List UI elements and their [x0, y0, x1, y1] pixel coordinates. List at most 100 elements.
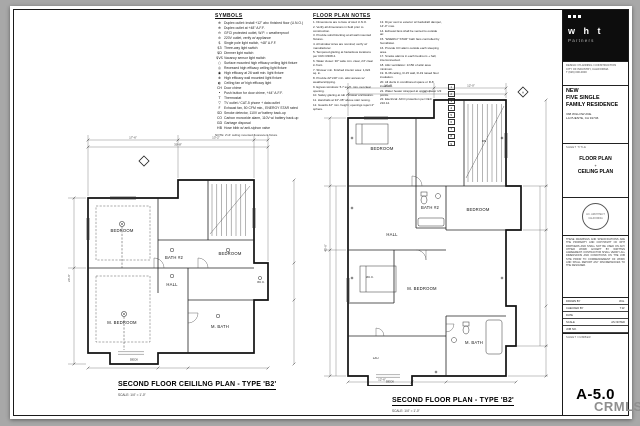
meta-value: T.W. [619, 306, 625, 310]
meta-label: JOB NO. [566, 327, 577, 331]
legend-item-text: GFCI protected outlet, W.P. = weatherpro… [224, 31, 289, 36]
keynote-box: 9 [448, 140, 455, 147]
note-line: 22. Electrical: AFCI protection per CEC … [380, 97, 432, 106]
notes-column-1: 1. Dimensions are to face of stud U.N.O.… [313, 20, 375, 112]
meta-value: AS NOTED [611, 320, 625, 324]
svg-text:17'-6": 17'-6" [129, 136, 137, 140]
interior-walls [88, 180, 254, 353]
legend-item-text: Three-way light switch [224, 46, 258, 51]
legend-item: F Exhaust fan, 50 CFM min., ENERGY STAR … [215, 106, 313, 110]
legend-item: ◉ High efficacy at 26 watt min. light fi… [215, 71, 313, 75]
door-swings [375, 175, 455, 337]
legend-footnote: NOTE: 2'x4' ceiling mounted fluorescent … [215, 132, 278, 137]
crmls-watermark: CRMLS [594, 399, 640, 414]
svg-text:30'-8": 30'-8" [174, 143, 182, 147]
legend-item: ⊘ 220V outlet, verify w/ appliance [215, 36, 313, 40]
note-line: 21. Water heater strapped at upper / low… [380, 88, 442, 97]
legend-symbol-icon: ⊕ [218, 21, 221, 25]
legend-item-text: High efficacy at 26 watt min. light fixt… [224, 71, 284, 76]
logo-main: w h t [568, 25, 604, 36]
stamp-line: CALIFORNIA [588, 216, 603, 220]
room-label: DECK [386, 380, 394, 384]
ceiling-dashed-lines [95, 205, 151, 343]
legend-item-text: Duplex outlet: install +12" abv. finishe… [224, 21, 304, 25]
legend-symbol-icon: ◎ [218, 66, 221, 71]
legend-item-text: Smoke detector, 110V w/ battery back-up [224, 111, 286, 116]
legend-item-text: Hose bibb w/ anti-siphon valve [224, 126, 270, 131]
note-line: 17. Smoke alarms in each bedroom + hall,… [380, 54, 437, 63]
room-label: W.I.C. [366, 275, 374, 279]
room-labels: BEDROOM BATH #2 BEDROOM HALL M. BEDROOM … [107, 228, 265, 362]
logo-sub: Partners [568, 37, 595, 43]
legend-symbol-icon: $3 [217, 46, 222, 51]
legend-list: ⊕ Duplex outlet: install +12" abv. finis… [215, 21, 313, 131]
ceiling-plan-figure: 17'-6" 13'-2" 30'-8" 24'-6" [58, 128, 308, 397]
legend-item: $D Dimmer light switch [215, 51, 313, 55]
note-line: 15. "ENERGY STAR" bath fans controlled b… [380, 37, 440, 46]
note-line: 9. Egress windows: 5.7 sq. ft. min. net … [313, 84, 371, 93]
legend-symbol-icon: HB [217, 126, 222, 131]
floor-plan-svg: 14'-4" 12'-0" 26'-4" 43'-6" 12'-6" A [324, 83, 548, 386]
note-line: 2. Verify all dimensions in field prior … [313, 24, 364, 33]
sheet-title-line: FLOOR PLAN [579, 156, 612, 162]
legend-item: ◐ Ceiling fan w/ high efficacy light [215, 81, 313, 85]
legend-item-text: Dimmer light switch [224, 51, 254, 56]
windows [346, 116, 508, 378]
legend-item-text: Single pole light switch, +48" A.F.F. [224, 41, 277, 46]
keynote-box: 6 [448, 119, 455, 125]
notes-column-2: 13. Dryer vent to exterior w/ backdraft … [380, 20, 442, 112]
legend-symbol-icon: CO [216, 116, 223, 121]
legend-item: $ Single pole light switch, +48" A.F.F. [215, 41, 313, 45]
keynote-column: 123456789 [448, 84, 455, 147]
legend-symbol-icon: ⊖ [218, 31, 221, 36]
note-line: 3. Provide solid blocking at all wall mo… [313, 33, 372, 42]
svg-text:43'-6": 43'-6" [324, 244, 328, 252]
keynote-box: 1 [448, 84, 455, 90]
svg-text:A: A [522, 90, 524, 94]
note-line: 20. All ducts in conditioned space or R-… [380, 80, 434, 88]
meta-value: W.H. [619, 299, 625, 303]
project-block: NEW FIVE SINGLE FAMILY RESIDENCE 338 WIL… [563, 86, 628, 144]
legend-item-text: Carbon monoxide alarm, 110V w/ battery b… [224, 116, 299, 121]
note-line: 6. Water closet: 30" wide min. clear, 24… [313, 59, 374, 67]
floor-plan-notes: FLOOR PLAN NOTES 1. Dimensions are to fa… [313, 13, 445, 112]
keynote-box: 7 [448, 126, 455, 133]
legend-item-text: Recessed high efficacy ceiling light fix… [224, 66, 287, 71]
exterior-walls [347, 99, 522, 386]
legend-item: SD Smoke detector, 110V w/ battery back-… [215, 111, 313, 115]
fixtures [355, 123, 503, 355]
sheet-title-line: CEILING PLAN [577, 168, 614, 175]
svg-text:14'-4": 14'-4" [384, 84, 392, 88]
meta-row: SCALE AS NOTED [563, 319, 628, 326]
legend-item-text: Surface mounted high efficacy ceiling li… [224, 61, 298, 66]
grid-marker-diamond [138, 155, 150, 167]
legend-item-text: Garbage disposal [224, 121, 251, 126]
note-line: 11. Handrails at 34"-38" above stair nos… [313, 98, 371, 102]
note-line: 10. Safety glazing at tub / shower enclo… [313, 93, 374, 98]
legend-item: HB Hose bibb w/ anti-siphon valve [215, 126, 313, 130]
sheet-number-block: SHEET NUMBER A-5.0 [563, 334, 628, 415]
note-line: 19. R-38 ceiling, R-15 wall, R-19 raised… [380, 71, 439, 80]
paper: SYMBOLS ⊕ Duplex outlet: install +12" ab… [10, 6, 632, 419]
titleblock: w h t Partners DESIGN / PLANNING / CONST… [562, 10, 628, 415]
firm-info-line: T (626) 000-0000 [566, 71, 587, 75]
room-labels: BEDROOM BATH #2 BEDROOM HALL M. BEDROOM … [366, 139, 490, 384]
room-label: LAU. [373, 356, 380, 360]
interior-walls [348, 100, 506, 376]
room-label: BATH #2 [421, 205, 440, 210]
legend-item-text: Duplex outlet at +48" A.F.F. [224, 26, 265, 31]
legend-symbol-icon: T [218, 96, 221, 101]
legend-item: ○ Surface mounted high efficacy ceiling … [215, 61, 313, 65]
sheet-title-label: SHEET TITLE [566, 146, 587, 149]
ceiling-fixtures [119, 221, 262, 350]
legend-item-text: Vacancy sensor light switch [224, 56, 266, 61]
legend-symbol-icon: CH [217, 86, 222, 91]
room-label: M. BEDROOM [107, 320, 137, 325]
legend-symbol-icon: ⊕ [218, 26, 221, 31]
legend-symbol-icon: SD [217, 111, 222, 116]
dimension-lines: 17'-6" 13'-2" 30'-8" 24'-6" [67, 135, 296, 370]
note-line: 4. All window sizes are nominal; verify … [313, 41, 368, 50]
plan-scale: SCALE: 1/4" = 1'-0" [118, 392, 146, 397]
note-line: 18. Attic ventilation: 1/150 of attic ar… [380, 62, 431, 71]
meta-row: JOB NO. [563, 326, 628, 333]
